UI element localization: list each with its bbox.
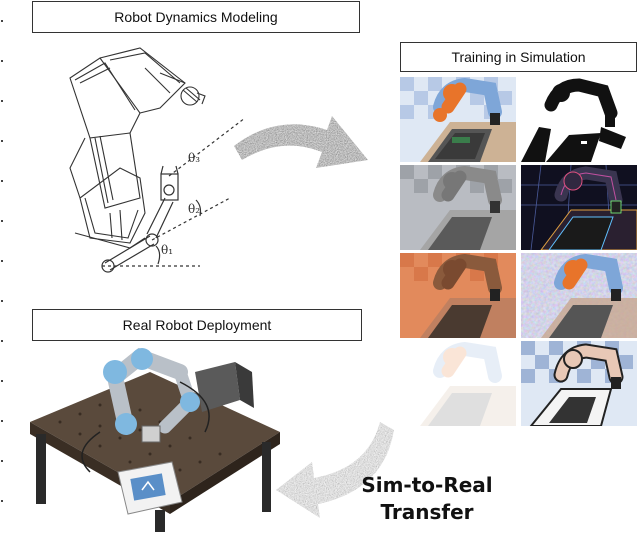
transfer-line-1: Sim-to-Real [361, 473, 493, 497]
curved-arrow-to-real [276, 422, 394, 518]
sim-cell-orange-bg [400, 253, 516, 338]
theta2-label: θ₂ [188, 202, 201, 216]
left-margin-marks [1, 20, 3, 502]
curved-arrow-to-simulation [234, 116, 368, 168]
sim-cell-grayscale [400, 165, 516, 250]
robot-kinematics-sketch: θ₁ θ₂ θ₃ [50, 38, 290, 278]
sim-cell-faded [400, 341, 516, 426]
sim-cell-rgb [400, 77, 516, 162]
sim-cell-edges [521, 165, 637, 250]
real-robot-deployment-title: Real Robot Deployment [32, 309, 362, 341]
sim-to-real-transfer-label: Sim-to-Real Transfer [352, 472, 502, 526]
theta1-label: θ₁ [161, 243, 174, 257]
sim-cell-silhouette [521, 77, 637, 162]
real-robot-photo [30, 342, 280, 532]
industrial-robot-drawing [69, 47, 206, 249]
sim-cell-pink-outline [521, 341, 637, 426]
kinematic-chain [101, 117, 246, 273]
theta3-label: θ₃ [188, 151, 201, 165]
simulation-image-grid [400, 77, 637, 427]
sim-cell-textured [521, 253, 637, 338]
transfer-line-2: Transfer [380, 500, 474, 524]
training-in-simulation-title: Training in Simulation [400, 42, 637, 72]
robot-dynamics-modeling-title: Robot Dynamics Modeling [32, 1, 360, 33]
